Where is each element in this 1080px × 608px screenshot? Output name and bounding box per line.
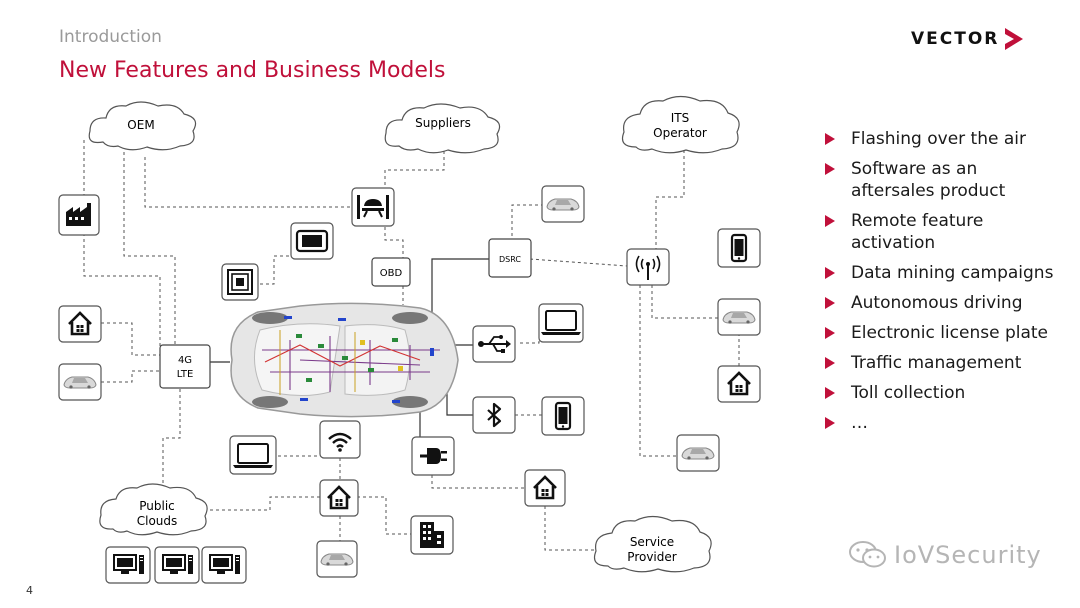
service-provider-label-line2: Provider [627, 550, 676, 564]
charger-plug-icon [420, 448, 447, 464]
service-provider-label-line1: Service [630, 535, 674, 549]
triangle-bullet-icon [825, 267, 835, 279]
home-box-bottom [319, 479, 359, 517]
feature-item: … [825, 412, 1065, 434]
feature-item: Software as an aftersales product [825, 158, 1065, 202]
car-icon-bottom [320, 553, 354, 567]
feature-text: Electronic license plate [851, 323, 1049, 343]
obd-label: OBD [380, 268, 403, 279]
wifi-icon [328, 432, 352, 452]
car-icon-left [63, 376, 97, 390]
office-building-icon [420, 522, 444, 548]
factory-icon [66, 203, 91, 226]
section-label: Introduction [59, 27, 162, 47]
feature-text: Software as an aftersales product [851, 159, 1006, 201]
triangle-bullet-icon [825, 327, 835, 339]
feature-text: Data mining campaigns [851, 263, 1054, 283]
obd-box [371, 257, 411, 287]
bluetooth-icon [487, 402, 502, 428]
car-icon-bottom-right [681, 447, 715, 461]
watermark-text: IoVSecurity [894, 541, 1042, 569]
home-box-left [58, 305, 102, 343]
triangle-bullet-icon [825, 133, 835, 145]
triangle-bullet-icon [825, 297, 835, 309]
dsrc-box [488, 238, 532, 278]
vector-logo: VECTOR [911, 26, 1027, 52]
feature-item: Flashing over the air [825, 128, 1065, 150]
tablet-icon [295, 229, 329, 253]
home-box-service [524, 469, 566, 507]
public-clouds-label-line2: Clouds [137, 514, 178, 528]
car-icon-dsrc [546, 198, 580, 212]
wechat-logo-icon [849, 541, 886, 568]
nfc-chip-icon [227, 269, 253, 295]
lte-label-line2: LTE [177, 369, 194, 380]
triangle-bullet-icon [825, 387, 835, 399]
lte-label-line1: 4G [178, 355, 192, 366]
suppliers-label: Suppliers [415, 116, 471, 130]
feature-item: Remote feature activation [825, 210, 1065, 254]
workshop-lift-box [351, 187, 395, 227]
triangle-bullet-icon [825, 215, 835, 227]
feature-text: … [851, 413, 868, 433]
oem-cloud [88, 101, 197, 151]
feature-text: Traffic management [851, 353, 1022, 373]
its-operator-cloud [621, 95, 740, 154]
triangle-bullet-icon [825, 417, 835, 429]
feature-list: Flashing over the air Software as an aft… [825, 128, 1065, 442]
feature-text: Toll collection [851, 383, 966, 403]
workshop-lift-icon [357, 195, 389, 219]
feature-item: Electronic license plate [825, 322, 1065, 344]
its-label-line2: Operator [653, 126, 707, 140]
public-clouds-label-line1: Public [139, 499, 175, 513]
logo-text: VECTOR [911, 29, 1000, 49]
feature-text: Autonomous driving [851, 293, 1023, 313]
page-number: 4 [26, 584, 33, 597]
feature-item: Data mining campaigns [825, 262, 1065, 284]
feature-item: Traffic management [825, 352, 1065, 374]
triangle-bullet-icon [825, 163, 835, 175]
laptop-box-left [229, 435, 277, 475]
oem-label: OEM [127, 118, 154, 132]
dsrc-label: DSRC [499, 255, 521, 264]
its-label-line1: ITS [671, 111, 690, 125]
feature-text: Remote feature activation [851, 211, 984, 253]
car-icon-right [722, 311, 756, 325]
home-box-right [717, 365, 761, 403]
logo-chevron-icon [1005, 28, 1024, 50]
lte-box [159, 344, 211, 389]
page-title: New Features and Business Models [59, 58, 446, 83]
watermark: IoVSecurity [848, 540, 1042, 570]
feature-item: Autonomous driving [825, 292, 1065, 314]
suppliers-cloud [384, 103, 501, 154]
usb-icon [478, 335, 511, 353]
feature-text: Flashing over the air [851, 129, 1026, 149]
triangle-bullet-icon [825, 357, 835, 369]
public-clouds-cloud [99, 483, 208, 536]
service-provider-cloud [593, 515, 712, 573]
car-topview-image [230, 302, 459, 418]
feature-item: Toll collection [825, 382, 1065, 404]
antenna-icon [635, 255, 661, 280]
